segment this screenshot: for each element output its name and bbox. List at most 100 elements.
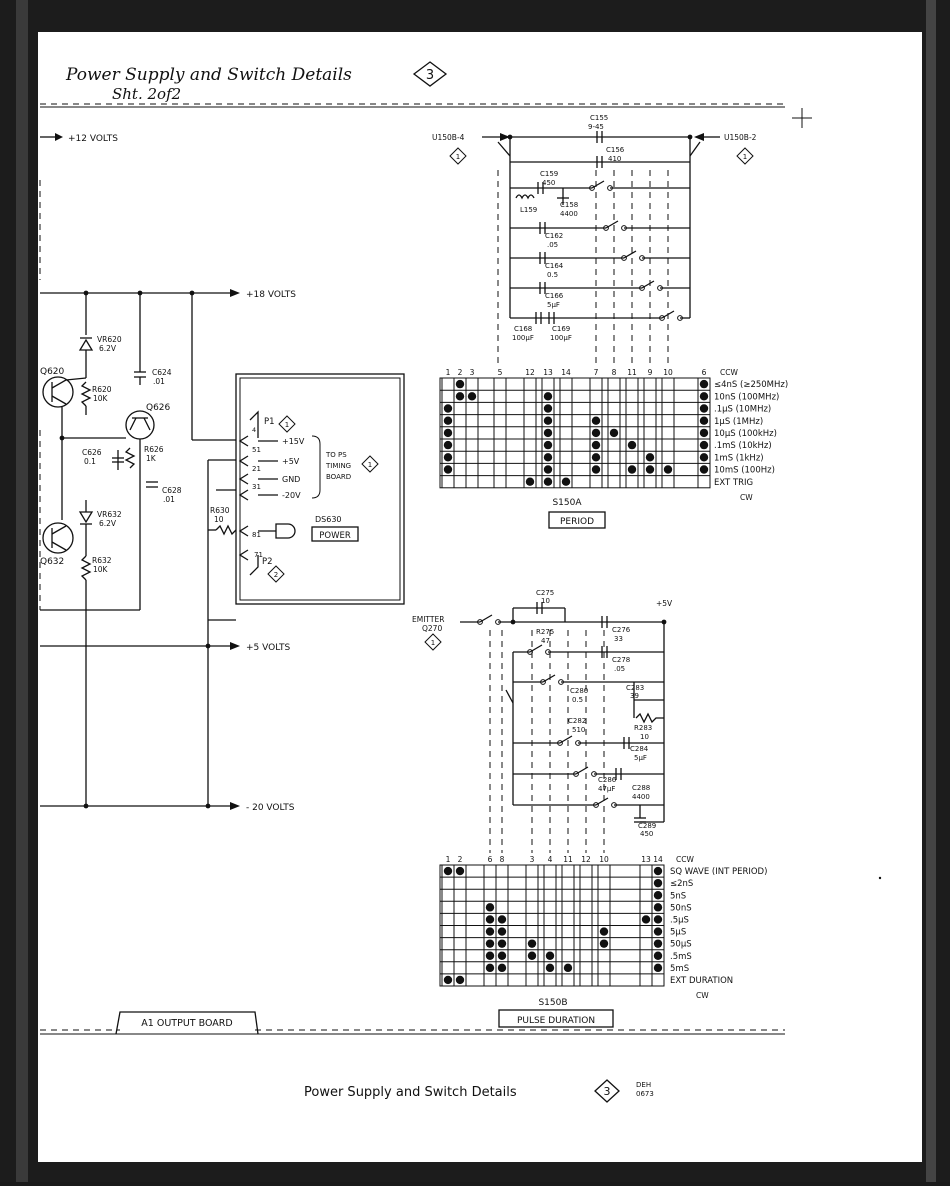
s150a-contact-dot bbox=[543, 477, 553, 486]
s150a-contact-dot bbox=[699, 428, 709, 438]
pulse-duration-label: PULSE DURATION bbox=[517, 1016, 595, 1026]
s150b-col-label: 10 bbox=[599, 855, 609, 864]
s150b-contact-dot bbox=[455, 975, 465, 985]
svg-text:DS630: DS630 bbox=[315, 515, 342, 524]
rail-plus12: +12 VOLTS bbox=[40, 133, 118, 144]
svg-text:10: 10 bbox=[214, 515, 224, 524]
svg-text:R632: R632 bbox=[92, 556, 112, 565]
svg-text:+12 VOLTS: +12 VOLTS bbox=[68, 134, 118, 144]
s150b-network: EMITTER Q270 1 +5V C275 10 R275 47 C276 … bbox=[412, 589, 673, 838]
rail-plus18: +18 VOLTS bbox=[40, 289, 296, 300]
r620-resistor: R620 10K bbox=[80, 381, 112, 407]
svg-text:410: 410 bbox=[608, 155, 621, 163]
svg-text:R620: R620 bbox=[92, 385, 112, 394]
s150b-contact-dot bbox=[653, 939, 663, 948]
s150a-col-label: 1 bbox=[446, 368, 451, 377]
svg-text:U150B-2: U150B-2 bbox=[724, 133, 757, 142]
svg-text:9-45: 9-45 bbox=[588, 123, 604, 131]
svg-text:P2: P2 bbox=[262, 557, 273, 567]
svg-text:C169: C169 bbox=[552, 325, 570, 333]
svg-text:Q632: Q632 bbox=[40, 557, 64, 567]
s150a-contact-dot bbox=[443, 453, 453, 462]
s150b-col-label: 14 bbox=[653, 855, 663, 864]
svg-text:.01: .01 bbox=[153, 377, 165, 386]
svg-text:10: 10 bbox=[640, 733, 649, 741]
svg-text:1: 1 bbox=[431, 639, 435, 647]
s150a-contact-dot bbox=[699, 465, 709, 474]
svg-text:C282: C282 bbox=[568, 717, 586, 725]
s150b-contact-dot bbox=[545, 963, 555, 973]
s150b-contact-dot bbox=[455, 866, 465, 876]
s150a-row-label: .1µS (10MHz) bbox=[714, 405, 771, 415]
svg-text:C624: C624 bbox=[152, 368, 172, 377]
svg-text:.05: .05 bbox=[614, 665, 625, 673]
s150a-row-label: 10mS (100Hz) bbox=[714, 466, 775, 476]
svg-text:C626: C626 bbox=[82, 448, 102, 457]
svg-text:3: 3 bbox=[604, 1085, 611, 1098]
svg-text:TO PS: TO PS bbox=[325, 451, 347, 459]
s150a-contact-dot bbox=[443, 465, 453, 474]
svg-text:C280: C280 bbox=[570, 687, 588, 695]
svg-text:R283: R283 bbox=[634, 724, 652, 732]
svg-text:81: 81 bbox=[252, 531, 261, 539]
s150b-col-label: 4 bbox=[548, 855, 553, 864]
s150a-col-label: 10 bbox=[663, 368, 673, 377]
svg-text:450: 450 bbox=[640, 830, 653, 838]
s150a-contact-dot bbox=[543, 428, 553, 438]
svg-text:Q626: Q626 bbox=[146, 403, 171, 413]
svg-text:100µF: 100µF bbox=[550, 334, 572, 342]
svg-text:+15V: +15V bbox=[282, 437, 305, 446]
svg-text:EMITTER: EMITTER bbox=[412, 615, 444, 624]
svg-text:S150A: S150A bbox=[552, 498, 582, 508]
svg-text:R626: R626 bbox=[144, 445, 164, 454]
svg-text:47: 47 bbox=[541, 637, 550, 645]
c628-capacitor: C628 .01 bbox=[146, 481, 182, 504]
svg-text:C159: C159 bbox=[540, 170, 558, 178]
s150b-contact-dot bbox=[497, 963, 507, 973]
s150a-col-label: 11 bbox=[627, 368, 637, 377]
s150a-contact-dot bbox=[699, 453, 709, 462]
svg-text:47µF: 47µF bbox=[598, 785, 615, 793]
s150a-col-label: 7 bbox=[594, 368, 599, 377]
svg-text:R630: R630 bbox=[210, 506, 230, 515]
s150b-col-label: 6 bbox=[488, 855, 493, 864]
s150a-col-label: 12 bbox=[525, 368, 535, 377]
footer-number-badge: 3 bbox=[594, 1079, 620, 1103]
s150a-contact-dot bbox=[645, 453, 655, 462]
s150a-contact-dot bbox=[591, 465, 601, 474]
svg-text:10K: 10K bbox=[93, 394, 109, 403]
s150a-contact-dot bbox=[699, 392, 709, 401]
svg-text:33: 33 bbox=[614, 635, 623, 643]
s150a-contact-dot bbox=[699, 440, 709, 450]
s150b-contact-dot bbox=[443, 975, 453, 985]
svg-text:VR632: VR632 bbox=[97, 510, 122, 519]
s150b-row-label: 50nS bbox=[670, 903, 692, 913]
s150b-row-label: 5mS bbox=[670, 964, 689, 974]
s150a-row-label: EXT TRIG bbox=[714, 478, 753, 488]
svg-text:GND: GND bbox=[282, 475, 300, 484]
s150b-contact-dot bbox=[527, 951, 537, 960]
s150b-contact-dot bbox=[641, 915, 651, 924]
svg-text:C283: C283 bbox=[626, 684, 644, 692]
svg-text:C166: C166 bbox=[545, 292, 564, 300]
svg-text:450: 450 bbox=[542, 179, 555, 187]
s150a-contact-dot bbox=[627, 440, 637, 450]
svg-text:3: 3 bbox=[426, 68, 434, 83]
svg-text:C288: C288 bbox=[632, 784, 650, 792]
s150b-contact-dot bbox=[653, 891, 663, 900]
svg-text:R275: R275 bbox=[536, 628, 554, 636]
svg-text:1: 1 bbox=[456, 153, 460, 161]
s150a-contact-dot bbox=[543, 404, 553, 413]
svg-text:0.1: 0.1 bbox=[84, 457, 96, 466]
svg-text:4400: 4400 bbox=[632, 793, 650, 801]
s150a-ccw-label: CCW bbox=[720, 368, 738, 377]
s150b-row-label: 5nS bbox=[670, 891, 686, 901]
s150b-col-label: 1 bbox=[446, 855, 451, 864]
s150a-contact-dot bbox=[699, 379, 709, 389]
svg-text:Q620: Q620 bbox=[40, 367, 65, 377]
s150b-row-label: ≤2nS bbox=[670, 879, 693, 889]
s150a-caption: S150A PERIOD bbox=[548, 498, 606, 529]
q632-transistor: Q632 bbox=[40, 522, 74, 567]
s150a-row-label: ≤4nS (≥250MHz) bbox=[714, 380, 788, 390]
